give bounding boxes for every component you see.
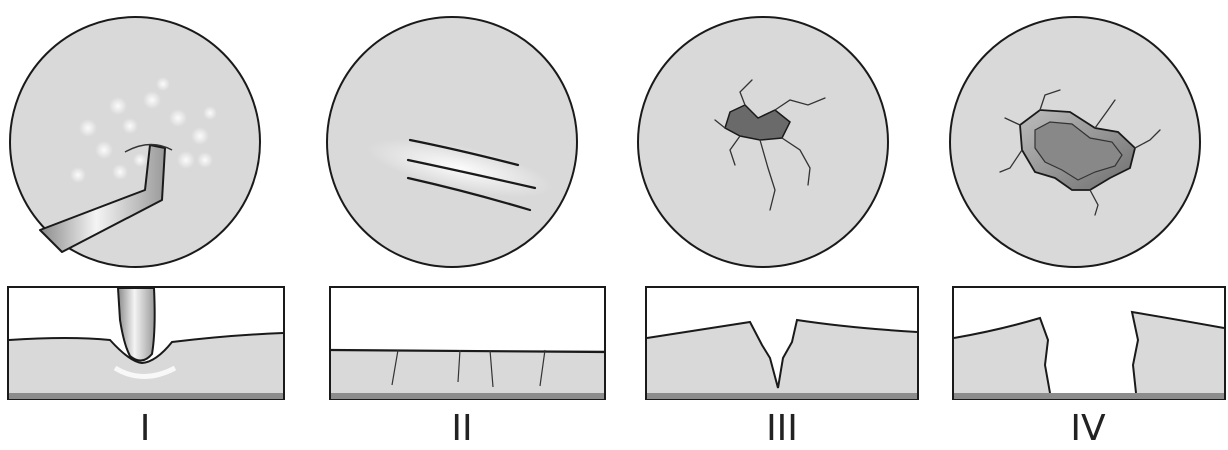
stage-4-top-view [950,17,1200,267]
stage-1-label: I [140,408,151,446]
stage-3-top-view [638,17,888,267]
stage-4-cross-section [953,287,1225,399]
stage-1-cross-section [8,287,284,399]
stage-3-cross-section [646,287,918,399]
stage-1-top-view [10,17,260,267]
stage-2-cross-section [330,287,605,399]
stage-2-top-view [327,17,577,267]
stage-2-label: II [451,408,472,446]
stage-4-label: IV [1070,408,1106,446]
stage-3-label: III [766,408,798,446]
